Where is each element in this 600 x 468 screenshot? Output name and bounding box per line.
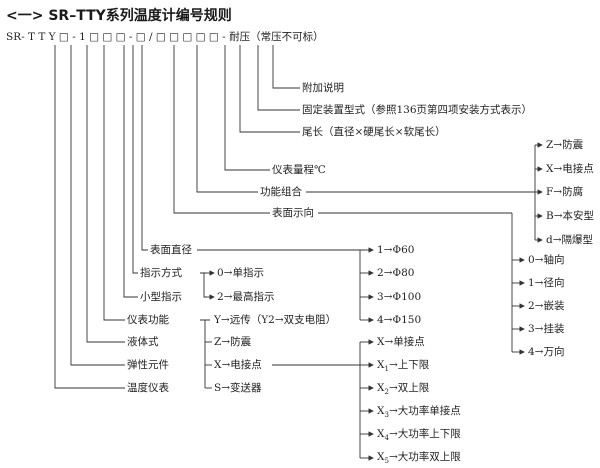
page-title: <一> SR–TTY系列温度计编号规则 — [6, 8, 232, 24]
function-option: S→变送器 — [214, 382, 262, 394]
label-mini: 小型指示 — [140, 291, 182, 303]
label-combo: 功能组合 — [260, 186, 302, 198]
label-range: 仪表量程℃ — [272, 164, 326, 176]
function-option: X→电接点 — [214, 359, 262, 371]
diameter-option: 3→Φ100 — [377, 291, 422, 303]
combo-option: Z→防震 — [546, 139, 584, 151]
line-combo — [196, 45, 258, 193]
line-tail — [239, 45, 300, 133]
direction-option: 1→径向 — [528, 277, 565, 289]
contact-option: X→单接点 — [377, 336, 425, 348]
line-direction — [173, 45, 270, 214]
label-tail-length: 尾长（直径×硬尾长×软尾长） — [302, 126, 446, 138]
line-indication — [132, 45, 138, 274]
line-mini — [123, 45, 138, 298]
direction-option: 0→轴向 — [528, 254, 565, 266]
label-temp-instrument: 温度仪表 — [127, 382, 169, 394]
label-indication: 指示方式 — [140, 267, 182, 279]
contact-option: X4→大功率上下限 — [377, 428, 461, 443]
label-liquid: 液体式 — [127, 336, 159, 348]
indication-option: 2→最高指示 — [217, 291, 275, 303]
line-additional — [272, 45, 300, 89]
direction-option: 3→挂装 — [528, 323, 565, 335]
combo-option: d→隔爆型 — [546, 234, 594, 246]
line-elastic — [70, 45, 125, 366]
line-liquid — [86, 45, 125, 343]
label-function: 仪表功能 — [127, 314, 169, 326]
contact-option: X1→上下限 — [377, 359, 430, 374]
function-option: Y→远传（Y2→双支电阻） — [214, 314, 337, 326]
label-diameter: 表面直径 — [150, 244, 192, 256]
line-diameter — [141, 45, 148, 251]
label-fixing-type: 固定装置型式（参照136页第四项安装方式表示） — [302, 104, 533, 116]
label-direction: 表面示向 — [272, 207, 314, 219]
line-fixing — [257, 45, 300, 111]
line-temp-instrument — [54, 45, 125, 389]
direction-option: 2→嵌装 — [528, 300, 565, 312]
diameter-option: 4→Φ150 — [377, 314, 422, 326]
label-additional: 附加说明 — [302, 82, 344, 94]
contact-option: X3→大功率单接点 — [377, 405, 461, 420]
line-range — [224, 45, 270, 171]
contact-option: X5→大功率双上限 — [377, 451, 461, 466]
function-option: Z→防震 — [214, 336, 252, 348]
combo-option: X→电接点 — [546, 163, 594, 175]
contact-option: X2→双上限 — [377, 382, 430, 397]
direction-option: 4→万向 — [528, 346, 565, 358]
diameter-option: 2→Φ80 — [377, 267, 415, 279]
line-function — [103, 45, 125, 321]
combo-option: B→本安型 — [546, 210, 595, 222]
combo-option: F→防腐 — [546, 186, 584, 198]
label-elastic: 弹性元件 — [127, 359, 169, 371]
diameter-option: 1→Φ60 — [377, 244, 415, 256]
indication-option: 0→单指示 — [217, 267, 264, 279]
code-string: SR- T T Y □ - 1 □ □ □ - □ / □ □ □ □ □ - … — [6, 31, 324, 43]
